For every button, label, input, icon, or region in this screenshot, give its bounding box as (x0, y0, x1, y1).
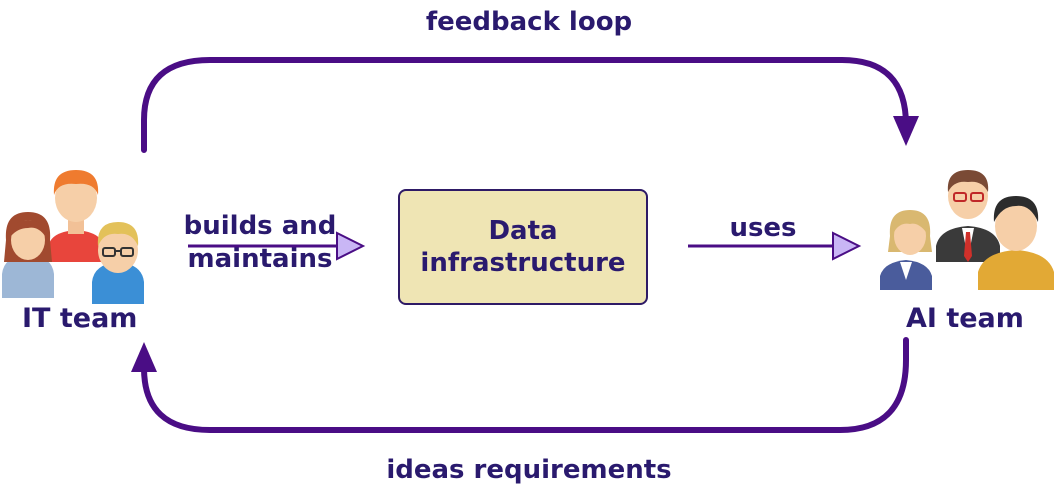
box-line1: Data (488, 215, 558, 246)
ideas-requirements-arrowhead (131, 342, 157, 372)
ai-team-label: AI team (906, 303, 1024, 334)
feedback-loop-arrow (141, 57, 909, 153)
box-line2: infrastructure (420, 248, 626, 278)
ideas-requirements-arrow (141, 337, 909, 433)
data-infrastructure-box: Data infrastructure (398, 189, 648, 305)
builds-and-maintains-label: builds and maintains (180, 212, 340, 273)
uses-label: uses (729, 213, 797, 243)
feedback-loop-label: feedback loop (425, 7, 633, 37)
feedback-loop-arrowhead (893, 116, 919, 146)
builds-label-line1: builds and (183, 211, 337, 241)
ai-team-icon (880, 170, 1054, 290)
builds-arrowhead (336, 231, 366, 261)
ideas-requirements-label: ideas requirements (386, 455, 672, 485)
it-team-label: IT team (22, 303, 138, 334)
uses-arrowhead (832, 231, 862, 261)
it-team-icon (2, 170, 144, 304)
builds-label-line2: maintains (187, 243, 333, 274)
